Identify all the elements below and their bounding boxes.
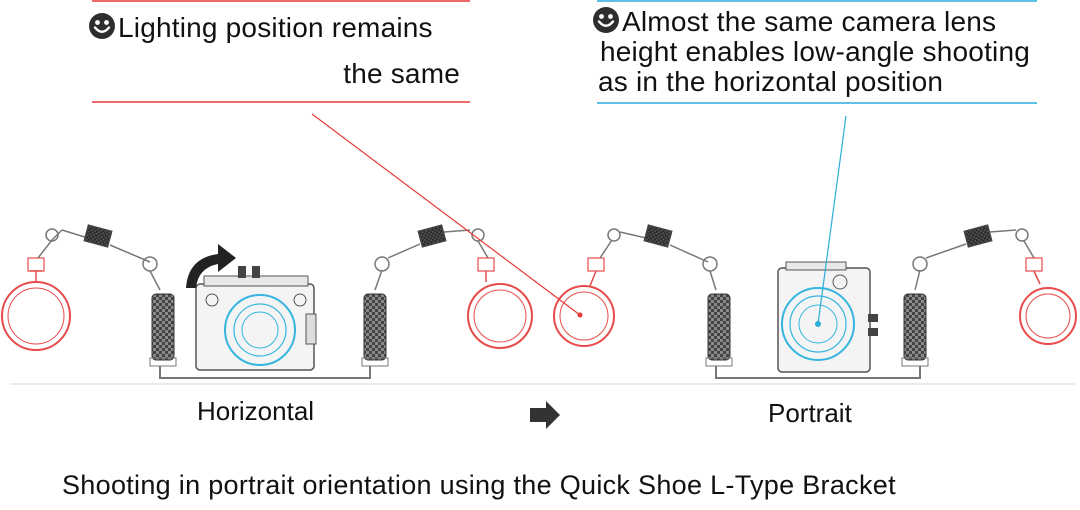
grip-handle bbox=[363, 293, 387, 361]
left-callout-line2: the same bbox=[343, 58, 460, 89]
right-callout-line1: Almost the same camera lens bbox=[622, 6, 997, 37]
right-arrow-icon bbox=[530, 401, 560, 429]
strobe-arm bbox=[374, 224, 489, 291]
camera-housing bbox=[195, 266, 317, 371]
strobe-arm bbox=[37, 224, 161, 291]
bracket-tray bbox=[715, 366, 921, 379]
left-leader-line bbox=[311, 113, 583, 318]
left-callout-line1: Lighting position remains bbox=[118, 12, 433, 43]
right-callout-rules bbox=[597, 0, 1037, 104]
strobe-icon bbox=[553, 257, 615, 347]
portrait-label: Portrait bbox=[768, 398, 852, 428]
horizontal-label: Horizontal bbox=[197, 396, 315, 426]
left-callout: Lighting position remains the same bbox=[88, 12, 468, 89]
grip-handle bbox=[707, 293, 731, 361]
left-callout-rules bbox=[92, 0, 470, 103]
smiley-face-icon bbox=[593, 7, 619, 33]
horizontal-setup bbox=[1, 224, 533, 379]
right-callout: Almost the same camera lens height enabl… bbox=[592, 6, 1062, 97]
strobe-icon bbox=[467, 257, 533, 349]
strobe-arm bbox=[912, 224, 1035, 291]
right-leader-line bbox=[817, 115, 847, 325]
grip-handle bbox=[151, 293, 175, 361]
portrait-setup bbox=[553, 224, 1077, 379]
right-callout-line3: as in the horizontal position bbox=[598, 66, 944, 97]
strobe-icon bbox=[1019, 257, 1077, 345]
bracket-tray bbox=[159, 366, 371, 379]
strobe-icon bbox=[1, 257, 71, 351]
camera-housing bbox=[777, 261, 878, 373]
lens-port-icon bbox=[224, 294, 296, 366]
smiley-face-icon bbox=[89, 13, 115, 39]
curved-rotate-arrow-icon bbox=[186, 244, 236, 288]
grip-handle bbox=[903, 293, 927, 361]
right-callout-line2: height enables low-angle shooting bbox=[600, 36, 1031, 67]
strobe-arm bbox=[599, 224, 718, 291]
page-title: Shooting in portrait orientation using t… bbox=[62, 470, 896, 500]
